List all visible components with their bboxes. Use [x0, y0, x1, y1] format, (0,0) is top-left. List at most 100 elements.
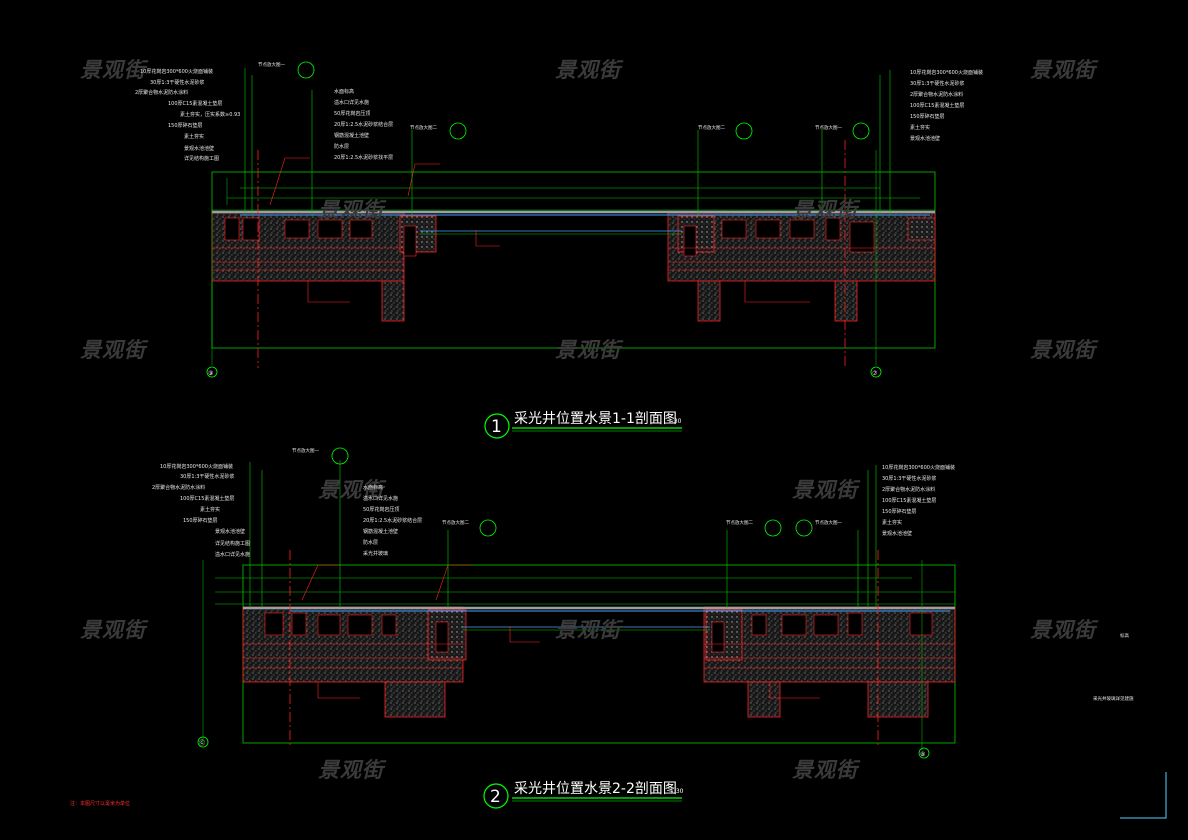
section-1 — [211, 68, 936, 368]
callout-bubble[interactable] — [795, 519, 813, 537]
watermark: 景观街 — [80, 58, 149, 82]
note: 100厚C15素混凝土垫层 — [180, 495, 234, 502]
section-1-mid-notes: 水面标高 溢水口详见水施 50厚花岗岩压顶 20厚1:2.5水泥砂浆结合层 钢筋… — [334, 88, 393, 161]
watermark: 景观街 — [792, 758, 861, 782]
section-2-right-notes: 10厚花岗岩300*600火烧面铺装 30厚1:3干硬性水泥砂浆 2厚聚合物水泥… — [882, 464, 955, 537]
section-2-right-structure — [703, 606, 956, 718]
note: 2厚聚合物水泥防水涂料 — [882, 486, 935, 493]
bottom-left-note: 注：本图尺寸以毫米为单位 — [70, 800, 130, 807]
note: 溢水口详见水施 — [334, 99, 369, 106]
side-note: 采光井玻璃详见建施 — [1093, 695, 1134, 702]
callout-label: 节点放大图二 — [442, 519, 469, 526]
callout-label: 节点放大图二 — [410, 124, 437, 131]
note: 150厚碎石垫层 — [168, 122, 203, 129]
note: 30厚1:3干硬性水泥砂浆 — [180, 473, 234, 480]
callout-bubble[interactable] — [479, 519, 497, 537]
note: 景观水池池壁 — [882, 530, 912, 537]
note: 景观水池池壁 — [910, 135, 940, 142]
note: 10厚花岗岩300*600火烧面铺装 — [140, 68, 213, 75]
watermark: 景观街 — [1030, 618, 1099, 642]
note: 100厚C15素混凝土垫层 — [910, 102, 964, 109]
note: 30厚1:3干硬性水泥砂浆 — [882, 475, 936, 482]
watermark: 景观街 — [318, 758, 387, 782]
watermark: 景观街 — [555, 58, 624, 82]
watermark: 景观街 — [792, 198, 861, 222]
note: 50厚花岗岩压顶 — [334, 110, 370, 117]
note: 素土夯实 — [910, 124, 930, 131]
section-1-right-notes: 10厚花岗岩300*600火烧面铺装 30厚1:3干硬性水泥砂浆 2厚聚合物水泥… — [910, 69, 983, 142]
note: 10厚花岗岩300*600火烧面铺装 — [160, 463, 233, 470]
note: 水面标高 — [363, 484, 383, 491]
callout-bubble[interactable] — [735, 122, 753, 140]
note: 20厚1:2.5水泥砂浆结合层 — [334, 121, 393, 128]
section-2-callouts: 节点放大图一 节点放大图二 节点放大图二 节点放大图一 — [292, 447, 842, 537]
section-1-right-structure — [667, 212, 936, 322]
axis-bubble-right — [870, 366, 882, 378]
note: 30厚1:3干硬性水泥砂浆 — [150, 79, 204, 86]
callout-bubble[interactable] — [449, 122, 467, 140]
note: 150厚碎石垫层 — [183, 517, 218, 524]
frame-corner-mark — [1120, 772, 1167, 819]
section-number-bubble — [484, 413, 510, 439]
note: 水面标高 — [334, 88, 354, 95]
watermark: 景观街 — [555, 338, 624, 362]
axis-bubble-right — [918, 747, 930, 759]
callout-bubble[interactable] — [297, 61, 315, 79]
note: 钢筋混凝土池壁 — [334, 132, 369, 139]
section-2-title-block: 2 采光井位置水景2-2剖面图 1:30 — [483, 781, 684, 809]
section-2 — [202, 460, 956, 750]
watermark: 景观街 — [1030, 58, 1099, 82]
section-title: 采光井位置水景2-2剖面图 — [514, 781, 677, 797]
axis-label-right: ⑦ — [872, 370, 878, 377]
callout-bubble[interactable] — [852, 122, 870, 140]
watermarks: 景观街 景观街 景观街 景观街 景观街 景观街 景观街 景观街 景观街 景观街 … — [80, 58, 1099, 782]
section-scale: 1:30 — [668, 418, 682, 425]
note: 溢水口详见水施 — [215, 551, 250, 558]
section-number: 2 — [490, 787, 501, 807]
note: 素土夯实 — [882, 519, 902, 526]
side-mark: 标高 — [1120, 632, 1129, 639]
note: 150厚碎石垫层 — [882, 508, 917, 515]
note: 100厚C15素混凝土垫层 — [168, 100, 222, 107]
watermark: 景观街 — [792, 478, 861, 502]
note: 溢水口详见水施 — [363, 495, 398, 502]
callout-label: 节点放大图一 — [258, 61, 285, 68]
note: 50厚花岗岩压顶 — [363, 506, 399, 513]
note: 详见结构施工图 — [184, 155, 219, 162]
watermark: 景观街 — [555, 618, 624, 642]
axis-bubble-left — [206, 366, 218, 378]
note: 2厚聚合物水泥防水涂料 — [152, 484, 205, 491]
note: 钢筋混凝土池壁 — [363, 528, 398, 535]
callout-bubble[interactable] — [764, 519, 782, 537]
note: 100厚C15素混凝土垫层 — [882, 497, 936, 504]
note: 20厚1:2.5水泥砂浆找平层 — [334, 154, 393, 161]
callout-label: 节点放大图二 — [726, 519, 753, 526]
watermark: 景观街 — [80, 618, 149, 642]
callout-label: 节点放大图二 — [698, 124, 725, 131]
axis-bubble-left — [197, 736, 209, 748]
section-number: 1 — [491, 417, 502, 437]
note: 景观水池池壁 — [184, 145, 214, 152]
section-1-callouts: 节点放大图一 节点放大图二 节点放大图二 节点放大图一 — [258, 61, 870, 140]
section-2-left-structure — [242, 606, 467, 718]
section-1-title-block: 1 采光井位置水景1-1剖面图 1:30 — [484, 411, 682, 439]
section-2-left-notes: 10厚花岗岩300*600火烧面铺装 30厚1:3干硬性水泥砂浆 2厚聚合物水泥… — [152, 463, 250, 558]
note: 150厚碎石垫层 — [910, 113, 945, 120]
callout-bubble[interactable] — [331, 447, 349, 465]
callout-label: 节点放大图一 — [815, 519, 842, 526]
section-1-left-notes: 10厚花岗岩300*600火烧面铺装 30厚1:3干硬性水泥砂浆 2厚聚合物水泥… — [135, 68, 240, 162]
note: 10厚花岗岩300*600火烧面铺装 — [882, 464, 955, 471]
callout-label: 节点放大图一 — [292, 447, 319, 454]
note: 10厚花岗岩300*600火烧面铺装 — [910, 69, 983, 76]
note: 素土夯实 — [184, 133, 204, 140]
axis-label-left: Ⓒ — [199, 739, 205, 747]
watermark: 景观街 — [80, 338, 149, 362]
section-1-left-structure — [211, 212, 437, 322]
note: 2厚聚合物水泥防水涂料 — [135, 89, 188, 96]
note: 20厚1:2.5水泥砂浆结合层 — [363, 517, 422, 524]
note: 采光井玻璃 — [363, 550, 388, 557]
note: 素土夯实，压实系数≥0.93 — [180, 111, 240, 118]
axis-label-right: ⑧ — [920, 751, 925, 758]
